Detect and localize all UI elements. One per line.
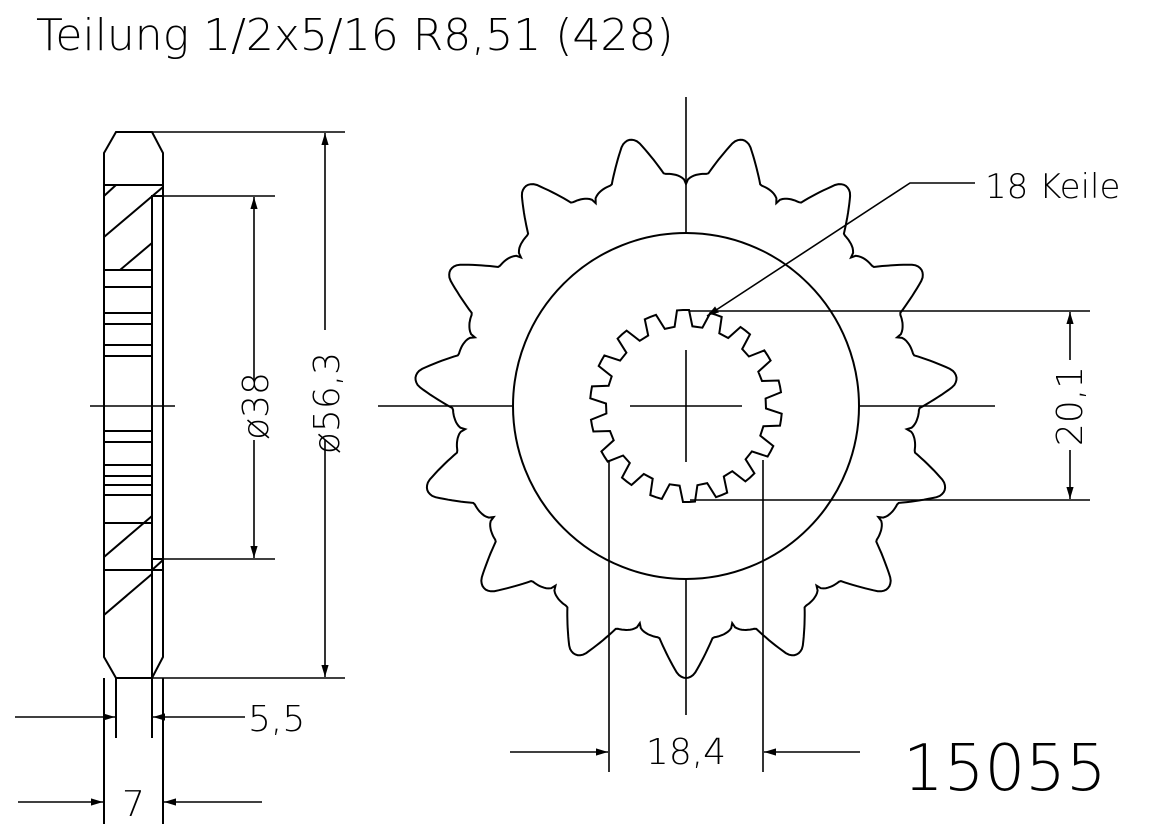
spline-leader: 18 Keile bbox=[706, 167, 1120, 317]
hub-width-dimension: 5,5 bbox=[15, 699, 305, 740]
part-number: 15055 bbox=[903, 732, 1107, 806]
side-view bbox=[90, 131, 175, 824]
spline-label: 18 Keile bbox=[985, 167, 1120, 207]
outer-diameter-dimension: ø56,3 bbox=[152, 131, 348, 679]
spline-height-dimension: 20,1 bbox=[690, 310, 1091, 501]
title: Teilung 1/2x5/16 R8,51 (428) bbox=[36, 10, 674, 61]
hub-width-label: 5,5 bbox=[248, 699, 305, 740]
bore-diameter-dimension: ø38 bbox=[163, 195, 277, 560]
spline-width-label: 18,4 bbox=[646, 732, 726, 773]
total-width-label: 7 bbox=[122, 784, 145, 824]
spline-outline bbox=[589, 309, 783, 503]
outer-diameter-label: ø56,3 bbox=[307, 352, 348, 454]
spline-width-dimension: 18,4 bbox=[510, 460, 860, 773]
spline-height-label: 20,1 bbox=[1050, 366, 1091, 446]
bore-diameter-label: ø38 bbox=[236, 372, 277, 440]
front-view bbox=[378, 97, 995, 715]
total-width-dimension: 7 bbox=[18, 784, 262, 824]
